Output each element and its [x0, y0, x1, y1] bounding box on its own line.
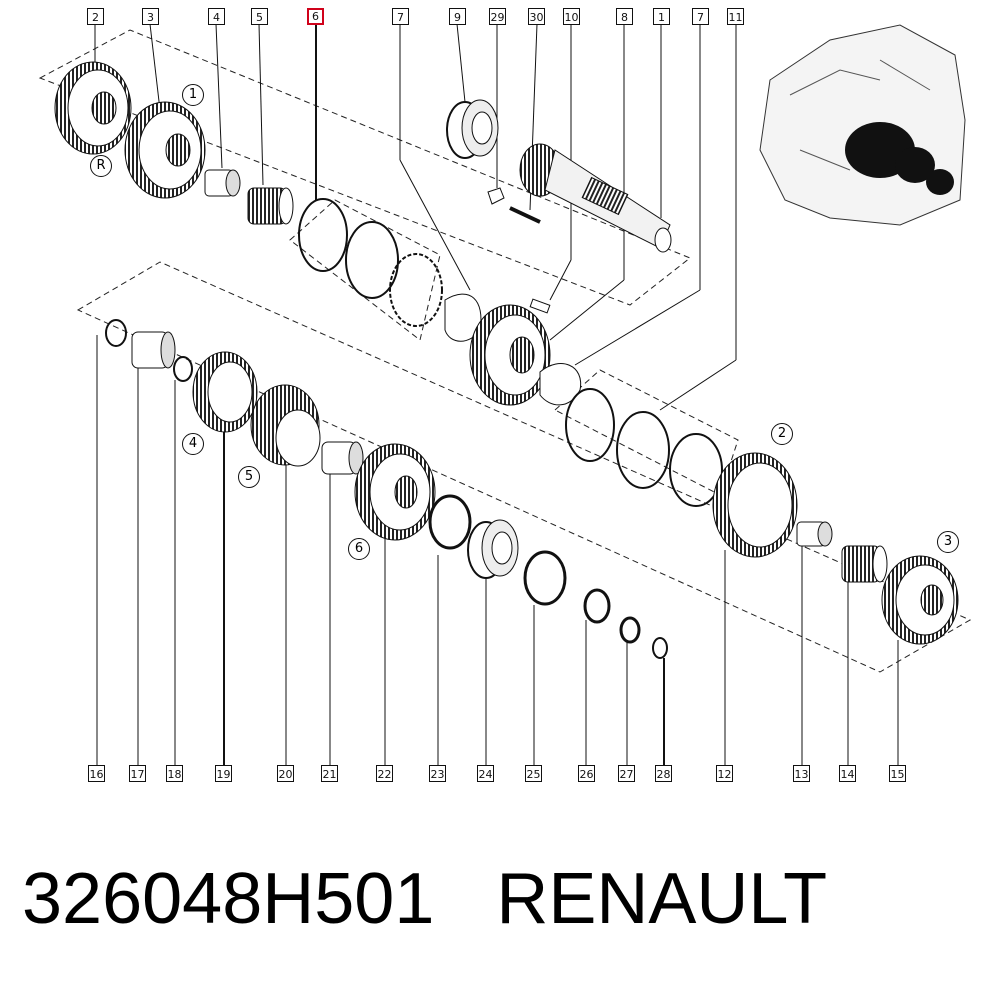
assembly-outlines — [38, 29, 972, 673]
bushing-icon — [321, 441, 364, 475]
callout-20[interactable]: 20 — [277, 765, 294, 782]
callout-12[interactable]: 12 — [716, 765, 733, 782]
circle-label-r: R — [90, 155, 112, 177]
callout-28[interactable]: 28 — [655, 765, 672, 782]
circlip-icon — [652, 637, 668, 659]
washer-icon — [619, 616, 641, 644]
gear-icon — [124, 101, 206, 199]
leader-lines-bottom — [96, 335, 899, 765]
callout-26[interactable]: 26 — [578, 765, 595, 782]
callout-10[interactable]: 10 — [563, 8, 580, 25]
callout-13[interactable]: 13 — [793, 765, 810, 782]
snap-ring-icon — [428, 494, 472, 550]
callout-2[interactable]: 2 — [87, 8, 104, 25]
callout-27[interactable]: 27 — [618, 765, 635, 782]
callout-18[interactable]: 18 — [166, 765, 183, 782]
bolt-icon — [509, 206, 541, 224]
main-shaft-icon — [519, 143, 672, 253]
key-icon — [529, 298, 551, 314]
callout-11[interactable]: 11 — [727, 8, 744, 25]
callout-25[interactable]: 25 — [525, 765, 542, 782]
bushing-icon — [131, 331, 176, 369]
callout-17[interactable]: 17 — [129, 765, 146, 782]
synchro-ring-icon — [298, 198, 443, 327]
callout-5[interactable]: 5 — [251, 8, 268, 25]
sleeve-icon — [796, 521, 833, 547]
callout-23[interactable]: 23 — [429, 765, 446, 782]
ball-bearing-icon — [467, 519, 519, 579]
callout-29[interactable]: 29 — [489, 8, 506, 25]
circle-label-4: 4 — [182, 433, 204, 455]
shim-icon — [583, 588, 611, 624]
callout-19[interactable]: 19 — [215, 765, 232, 782]
circle-label-5: 5 — [238, 466, 260, 488]
washer-icon — [105, 319, 193, 382]
callout-21[interactable]: 21 — [321, 765, 338, 782]
ring-half-icon — [539, 363, 582, 406]
callout-30[interactable]: 30 — [528, 8, 545, 25]
gear-icon — [354, 443, 436, 541]
circle-label-3: 3 — [937, 531, 959, 553]
needle-bearing-icon — [841, 545, 888, 583]
synchro-ring-icon — [565, 388, 723, 507]
gear-icon — [712, 452, 798, 558]
clip-icon — [487, 187, 505, 205]
needle-bearing-icon — [247, 187, 294, 225]
callout-7[interactable]: 7 — [692, 8, 709, 25]
gear-hub-icon — [250, 384, 321, 467]
callout-7[interactable]: 7 — [392, 8, 409, 25]
snap-ring-icon — [523, 550, 567, 606]
gear-icon — [54, 61, 132, 155]
callout-9[interactable]: 9 — [449, 8, 466, 25]
callout-22[interactable]: 22 — [376, 765, 393, 782]
gear-icon — [881, 555, 959, 645]
callout-6[interactable]: 6 — [307, 8, 324, 25]
ball-bearing-icon — [446, 99, 499, 159]
caption: 326048H501 RENAULT — [22, 858, 889, 940]
circle-label-2: 2 — [771, 423, 793, 445]
callout-8[interactable]: 8 — [616, 8, 633, 25]
callout-24[interactable]: 24 — [477, 765, 494, 782]
circle-label-6: 6 — [348, 538, 370, 560]
brand-name: RENAULT — [496, 859, 828, 939]
gear-icon — [192, 351, 258, 433]
gear-icon — [469, 304, 551, 406]
callout-16[interactable]: 16 — [88, 765, 105, 782]
sleeve-icon — [204, 169, 241, 197]
gearbox-housing-thumbnail — [759, 24, 966, 226]
callout-4[interactable]: 4 — [208, 8, 225, 25]
callout-3[interactable]: 3 — [142, 8, 159, 25]
circle-label-1: 1 — [182, 84, 204, 106]
callout-14[interactable]: 14 — [839, 765, 856, 782]
part-number: 326048H501 — [22, 859, 435, 939]
callout-1[interactable]: 1 — [653, 8, 670, 25]
callout-15[interactable]: 15 — [889, 765, 906, 782]
